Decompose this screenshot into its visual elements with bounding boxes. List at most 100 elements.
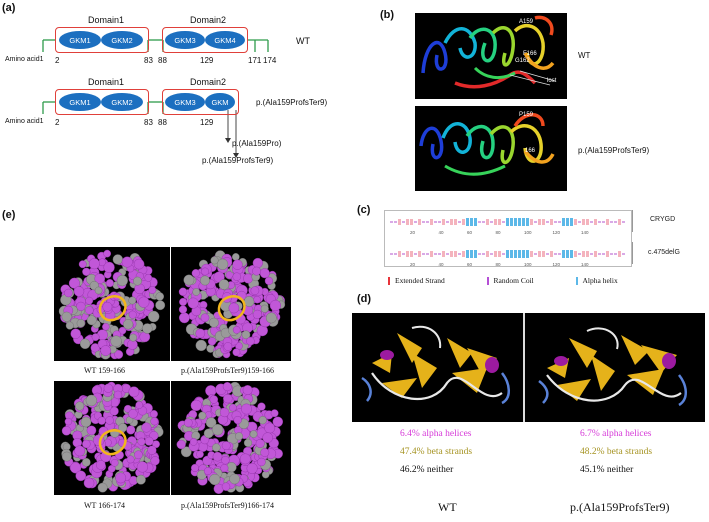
mutant-divider (632, 242, 633, 264)
atom-sphere (233, 349, 240, 356)
helix-mark (506, 218, 509, 226)
helix-mark (522, 250, 525, 258)
atom-sphere (196, 340, 207, 351)
coil-mark (590, 221, 593, 223)
atom-sphere (81, 417, 91, 427)
atom-sphere (129, 334, 136, 341)
coil-mark (598, 221, 601, 223)
panel-c-legend: Extended Strand Random Coil Alpha helix (388, 276, 618, 285)
atom-sphere (243, 274, 252, 283)
atom-sphere (256, 439, 265, 448)
atom-sphere (150, 410, 157, 417)
atom-sphere (98, 417, 106, 425)
wt-ribbon-structure: A159 F166 G162 lost (415, 13, 567, 99)
atom-sphere (113, 255, 123, 265)
atom-sphere (86, 395, 97, 406)
track-tick-label: 20 (410, 262, 416, 267)
atom-sphere (221, 464, 229, 472)
mut-pos-2: 2 (55, 118, 59, 127)
atom-sphere (217, 259, 228, 270)
sphere-cluster (171, 381, 291, 495)
wt-g162-annot: G162 (515, 58, 530, 64)
track-tick-label: 100 (524, 230, 532, 235)
atom-sphere (96, 460, 105, 469)
strand-mark (542, 219, 545, 225)
strand-mark (454, 251, 457, 257)
coil-mark (554, 253, 557, 255)
strand-mark (410, 251, 413, 257)
atom-sphere (148, 446, 157, 455)
atom-sphere (117, 275, 128, 286)
sphere-cluster (54, 247, 170, 361)
strand-mark (574, 219, 577, 225)
atom-sphere (196, 451, 203, 458)
atom-sphere (138, 297, 149, 308)
atom-sphere (270, 300, 281, 311)
atom-sphere (265, 277, 273, 285)
coil-mark (490, 221, 493, 223)
atom-sphere (259, 416, 267, 424)
wt-f166-annot: F166 (523, 51, 537, 57)
strand-mark (550, 251, 553, 257)
track-frame (384, 210, 632, 211)
mut-strand-percent: 48.2% beta strands (580, 447, 652, 457)
atom-sphere (199, 412, 207, 420)
atom-sphere (253, 258, 263, 268)
atom-sphere (66, 322, 74, 330)
sphere-cluster (54, 381, 170, 495)
atom-sphere (62, 452, 71, 461)
atom-sphere (145, 274, 152, 281)
helix-mark (518, 218, 521, 226)
atom-sphere (266, 313, 276, 323)
strand-mark (418, 251, 421, 257)
atom-sphere (92, 333, 99, 340)
helix-mark (510, 250, 513, 258)
coil-mark (554, 221, 557, 223)
coil-mark (478, 253, 481, 255)
track-frame (384, 266, 632, 267)
coil-mark (546, 253, 549, 255)
wt-strand-percent: 47.4% beta strands (400, 447, 472, 457)
coil-mark (422, 253, 425, 255)
mut-pos-88: 88 (158, 118, 167, 127)
helix-mark (514, 250, 517, 258)
atom-sphere (102, 323, 109, 330)
wt-a159-annot: A159 (519, 19, 533, 25)
helix-mark (474, 218, 477, 226)
strand-mark (450, 219, 453, 225)
mut-arrow1-label: p.(Ala159Pro) (232, 139, 281, 148)
atom-sphere (196, 329, 205, 338)
mut-gkm4: GKM (205, 93, 235, 111)
atom-sphere (138, 438, 146, 446)
strand-mark (586, 251, 589, 257)
coil-mark (482, 221, 485, 223)
atom-sphere (209, 474, 220, 485)
strand-mark (538, 251, 541, 257)
atom-sphere (273, 417, 283, 427)
coil-mark (590, 253, 593, 255)
atom-sphere (62, 426, 71, 435)
strand-mark (530, 251, 533, 257)
coil-mark (578, 221, 581, 223)
coil-mark (458, 221, 461, 223)
atom-sphere (85, 306, 93, 314)
atom-sphere (224, 342, 232, 350)
atom-sphere (257, 458, 265, 466)
atom-sphere (233, 326, 240, 333)
atom-sphere (210, 396, 218, 404)
helix-mark (562, 218, 565, 226)
coil-mark (438, 221, 441, 223)
mut-gkm1: GKM1 (59, 93, 101, 111)
atom-sphere (142, 324, 152, 334)
atom-sphere (232, 253, 239, 260)
strand-mark (582, 219, 585, 225)
wt-tag: WT (296, 36, 310, 46)
strand-mark (594, 251, 597, 257)
coil-mark (558, 221, 561, 223)
coil-mark (458, 253, 461, 255)
atom-sphere (204, 429, 213, 438)
atom-sphere (136, 402, 143, 409)
crygd-divider (632, 210, 633, 232)
legend-coil-swatch (487, 277, 489, 285)
strand-mark (582, 251, 585, 257)
